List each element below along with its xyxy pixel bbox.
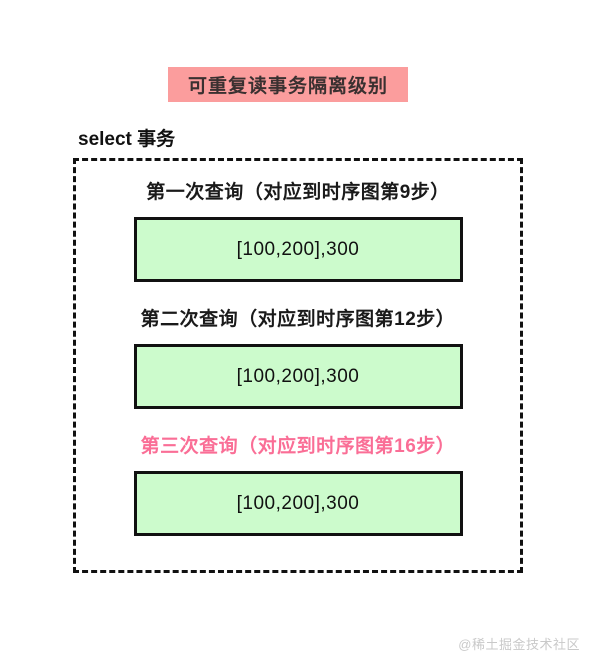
transaction-label: select 事务 <box>78 129 176 150</box>
watermark: @稀土掘金技术社区 <box>458 637 580 652</box>
query-label-highlighted: 第三次查询（对应到时序图第16步） <box>140 436 456 457</box>
query-result-value: [100,200],300 <box>236 365 360 387</box>
query-result-box: [100,200],300 <box>133 471 463 536</box>
query-label: 第二次查询（对应到时序图第12步） <box>140 309 456 330</box>
query-result-box: [100,200],300 <box>133 217 463 282</box>
query-label: 第一次查询（对应到时序图第9步） <box>146 182 450 203</box>
title-banner: 可重复读事务隔离级别 <box>168 67 408 102</box>
query-group: 第一次查询（对应到时序图第9步） [100,200],300 <box>76 181 520 282</box>
query-result-value: [100,200],300 <box>236 492 360 514</box>
query-result-box: [100,200],300 <box>133 344 463 409</box>
query-group: 第二次查询（对应到时序图第12步） [100,200],300 <box>76 308 520 409</box>
query-group: 第三次查询（对应到时序图第16步） [100,200],300 <box>76 435 520 536</box>
transaction-box: 第一次查询（对应到时序图第9步） [100,200],300 第二次查询（对应到… <box>73 158 523 573</box>
query-result-value: [100,200],300 <box>236 238 360 260</box>
